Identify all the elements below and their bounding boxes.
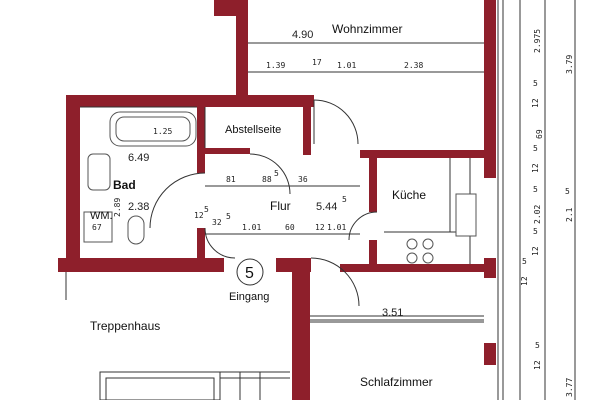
dim-right-125b-sup: 5 [533, 144, 538, 153]
dim-right-125e: 12 [533, 360, 542, 370]
eingang-number: 5 [245, 265, 254, 282]
dim-right-125d-sup: 5 [522, 257, 527, 266]
wall-kueche-top [360, 150, 496, 158]
label-wm: WM. [90, 210, 113, 222]
dim-right-2975: 2.975 [533, 29, 542, 53]
wall-kueche-left [369, 150, 377, 212]
dim-flur-bottom1: 1.01 [242, 223, 261, 232]
dim-bad-width: 2.38 [128, 201, 149, 213]
dim-flur-32-sup: 5 [226, 212, 231, 221]
dim-schlaf-width: 3.51 [382, 307, 403, 319]
dim-right-125b: 12 [531, 163, 540, 173]
dim-flur-bottom3: 12 [315, 223, 325, 232]
dim-flur-seg1: 81 [226, 175, 236, 184]
wall-schlaf-left [292, 258, 310, 400]
wall-schlaf-top [340, 264, 370, 272]
wall-kueche-left-low [369, 240, 377, 272]
door-kueche [348, 211, 378, 241]
dim-bad-area: 6.49 [128, 152, 149, 164]
wall-bad-right [197, 107, 205, 173]
stove-burner [406, 238, 418, 250]
dim-right-125d: 12 [520, 276, 529, 286]
wall-outer-right-low [484, 343, 496, 365]
wall-abstell-bottom [205, 148, 250, 154]
sink [87, 153, 111, 191]
dim-wohn-width: 4.90 [292, 29, 313, 41]
dim-right-377: 3.77 [565, 378, 574, 397]
door-abstell [249, 153, 291, 195]
label-wohnzimmer: Wohnzimmer [332, 22, 402, 36]
dim-right-125c: 12 [531, 246, 540, 256]
toilet [127, 215, 145, 245]
door-wohnzimmer [313, 99, 359, 145]
dim-flur-bottom4: 1.01 [327, 223, 346, 232]
dim-right-215: 2.1 [565, 207, 574, 222]
dim-flur-bottom2: 60 [285, 223, 295, 232]
doors [149, 99, 378, 307]
wall-outer-right-mid [484, 258, 496, 278]
dimension-lines [205, 0, 576, 400]
dim-right-125a: 12 [531, 98, 540, 108]
wall-top-stub [214, 0, 242, 16]
label-eingang: Eingang [229, 291, 269, 303]
label-schlafzimmer: Schlafzimmer [360, 375, 433, 389]
dim-right-379: 3.79 [565, 55, 574, 74]
wall-kueche-bottom [369, 264, 496, 272]
label-treppenhaus: Treppenhaus [90, 319, 160, 333]
dim-wohn-seg2: 17 [312, 58, 322, 67]
wall-wohn-right [484, 0, 496, 158]
label-abstellseite: Abstellseite [225, 124, 281, 136]
walls [58, 0, 496, 400]
dim-right-2025-sup: 5 [533, 185, 538, 194]
washing-machine [83, 211, 113, 243]
wall-abstell-right [303, 107, 311, 155]
door-entrance [310, 257, 360, 307]
wall-outer-right [484, 158, 496, 178]
dim-flur-sup: 5 [342, 195, 347, 204]
thin-lines [65, 0, 504, 400]
door-bad [149, 172, 206, 229]
dim-flur-32: 32 [212, 218, 222, 227]
dim-wohn-seg4: 2.38 [404, 61, 423, 70]
dim-flur-seg3: 36 [298, 175, 308, 184]
kitchen-sink [455, 193, 477, 237]
wall-wohn-left [236, 0, 248, 95]
label-flur: Flur [270, 199, 291, 213]
dim-right-215-sup: 5 [565, 187, 570, 196]
dim-right-125e-sup: 5 [535, 341, 540, 350]
dim-wm-seg: 67 [92, 223, 102, 232]
wall-bottom-left [58, 258, 224, 272]
wall-corridor-top [66, 95, 314, 107]
dim-flur-seg2: 88 [262, 175, 272, 184]
dim-right-69: 69 [535, 129, 544, 139]
dim-bad-length: 2.89 [113, 198, 122, 217]
dim-wohn-seg1: 1.39 [266, 61, 285, 70]
dim-wohn-seg3: 1.01 [337, 61, 356, 70]
dim-flur-left-sup: 5 [204, 205, 209, 214]
dim-flur-left: 12 [194, 211, 204, 220]
door-flur-left [204, 227, 236, 259]
wall-bad-left [66, 95, 80, 260]
dim-bad-seg1: 1.25 [153, 127, 172, 136]
dim-right-2025: 2.02 [533, 205, 542, 224]
eingang-marker [236, 258, 264, 286]
dim-right-125c-sup: 5 [533, 227, 538, 236]
label-kueche: Küche [392, 188, 426, 202]
bathtub-inner [115, 116, 191, 142]
dim-flur-area: 5.44 [316, 201, 337, 213]
wall-bad-right-low [197, 228, 205, 258]
kitchen-fixtures [406, 193, 477, 264]
dim-flur-seg2-sup: 5 [274, 169, 279, 178]
label-bad: Bad [113, 178, 136, 192]
dim-right-125a-sup: 5 [533, 79, 538, 88]
bath-fixtures [83, 111, 197, 245]
